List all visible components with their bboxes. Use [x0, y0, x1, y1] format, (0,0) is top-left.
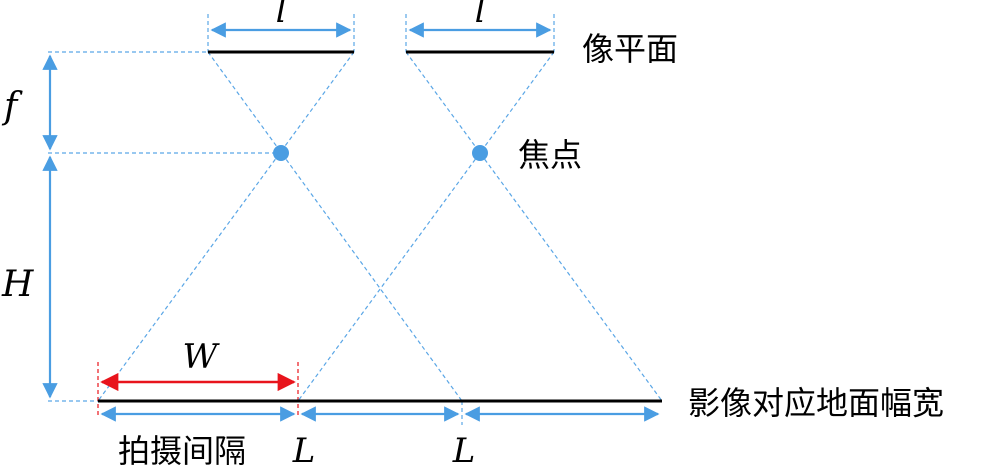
- label-l-left: l: [276, 0, 287, 31]
- label-interval-a: L: [292, 431, 316, 470]
- ray-cam2-b: [297, 51, 555, 402]
- label-interval-b: L: [452, 431, 476, 470]
- label-focal-point: 焦点: [518, 136, 582, 174]
- label-focal-length: f: [1, 86, 23, 127]
- label-height: H: [1, 264, 34, 305]
- ray-cam1-a: [207, 51, 463, 402]
- focal-point-right: [472, 145, 488, 161]
- label-shooting-interval: 拍摄间隔: [118, 432, 246, 470]
- label-ground-width: 影像对应地面幅宽: [688, 384, 944, 422]
- ray-cam1-b: [97, 51, 355, 402]
- label-image-plane: 像平面: [582, 30, 678, 68]
- ray-cam2-a: [405, 51, 663, 402]
- focal-point-left: [273, 145, 289, 161]
- label-width: W: [183, 337, 221, 377]
- label-l-right: l: [475, 0, 486, 31]
